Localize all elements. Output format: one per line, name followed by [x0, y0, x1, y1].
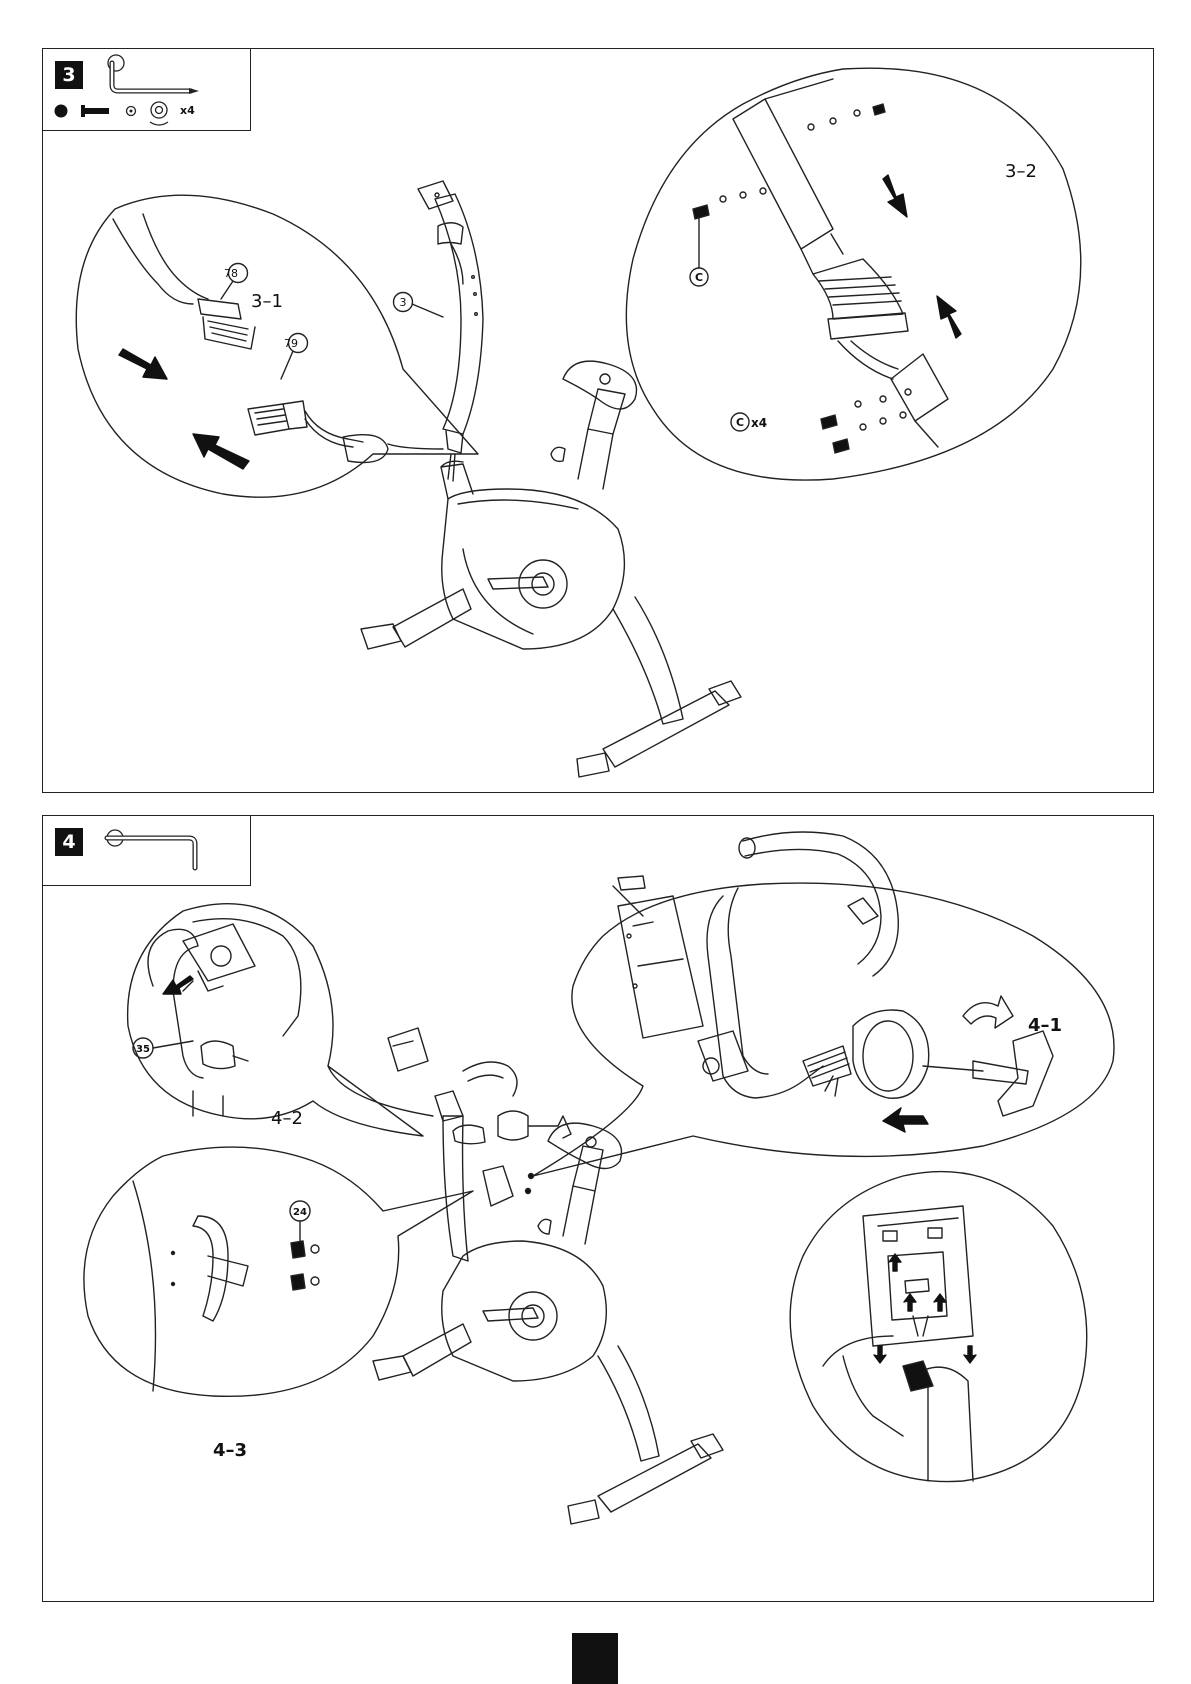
callout-24-text: 24 — [293, 1207, 307, 1218]
bottle-holder-detail — [193, 1216, 228, 1321]
detail-4-2-label: 4–2 — [271, 1108, 303, 1129]
arrow-down-small-icon — [874, 1346, 886, 1363]
console-mount — [388, 1028, 428, 1071]
handlebar-4-1 — [743, 832, 898, 976]
console-post — [443, 1116, 468, 1261]
rear-foot-left — [577, 753, 609, 777]
detail-4-1-label: 4–1 — [1028, 1015, 1062, 1036]
detail-3-2-label: 3–2 — [1005, 161, 1037, 182]
hardware-c-quantity: x4 — [751, 416, 767, 430]
detail-4-1-bubble — [533, 883, 1114, 1176]
rotate-arrow-icon — [963, 996, 1013, 1028]
front-stabiliser — [393, 589, 471, 647]
arrow-up-left-icon — [193, 434, 249, 469]
page-tab-marker — [572, 1633, 618, 1684]
arrow-down-small-icon-2 — [964, 1346, 976, 1363]
bike-frame — [442, 489, 625, 649]
bike-frame-4 — [442, 1241, 607, 1381]
arrow-up-small-icon-3 — [934, 1294, 946, 1311]
lower-tube — [891, 354, 948, 421]
arrow-down-icon — [883, 175, 907, 217]
step-3-drawing: 78 79 3 3–1 3–2 C C x4 — [43, 49, 1155, 794]
callout-3-text: 3 — [400, 296, 407, 309]
callout-35-text: 35 — [136, 1044, 150, 1055]
detail-3-1-label: 3–1 — [251, 291, 283, 312]
detail-3-1-bubble — [76, 195, 478, 497]
arrow-left-icon — [883, 1108, 928, 1132]
step-3-panel: 3 x4 — [42, 48, 1154, 793]
arrow-up-small-icon-2 — [904, 1294, 916, 1311]
detail-4-3-bubble — [84, 1147, 473, 1396]
rear-stabiliser — [603, 691, 729, 767]
detail-4-2-bubble — [128, 904, 423, 1136]
callout-c-text: C — [695, 271, 703, 284]
front-foot — [361, 624, 401, 649]
callout-c-qty-text: C — [736, 416, 744, 429]
arrow-up-small-icon — [889, 1254, 901, 1271]
console-plate — [618, 896, 703, 1038]
wire-bundle-4-1 — [613, 886, 643, 916]
console-bracket — [183, 924, 255, 981]
arrow-down-right-icon — [119, 349, 167, 379]
callout-79-text: 79 — [284, 337, 298, 350]
knob-4-1 — [853, 1010, 929, 1098]
detail-4-3-label: 4–3 — [213, 1440, 247, 1461]
upper-tube — [733, 99, 833, 249]
handlebar-post-3 — [435, 194, 483, 434]
arrow-up-icon — [937, 296, 961, 338]
flywheel-cover — [519, 560, 567, 608]
t-bolt — [973, 1061, 1028, 1084]
step-4-panel: 4 — [42, 815, 1154, 1602]
seat — [563, 361, 636, 409]
console-back-plate — [863, 1206, 973, 1346]
step-4-drawing: 35 24 4–2 4–1 4–3 — [43, 816, 1155, 1603]
connector-78 — [198, 299, 241, 319]
detail-console-bubble — [790, 1172, 1087, 1482]
callout-78-text: 78 — [224, 267, 238, 280]
bottle-holder — [483, 1166, 513, 1206]
